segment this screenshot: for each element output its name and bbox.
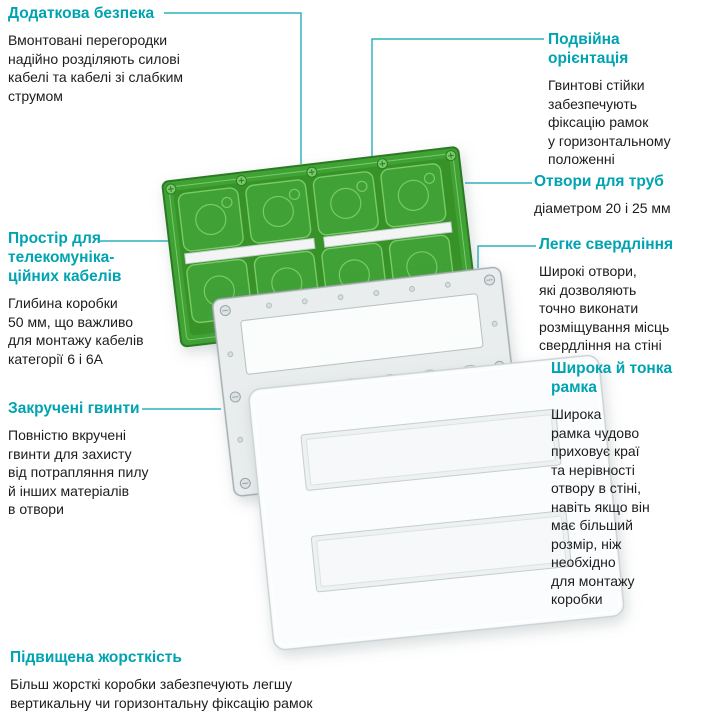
callout-lines (100, 12, 547, 410)
cover-plate (248, 354, 625, 651)
callout-title: Широка й тонка рамка (551, 360, 673, 396)
callout-body: Глибина коробки 50 мм, що важливо для мо… (8, 295, 144, 367)
callout-dual-orientation: Подвійна орієнтація Гвинтові стійки забе… (548, 30, 703, 169)
callout-body: Більш жорсткі коробки забезпечують легшу… (10, 676, 313, 711)
callout-pipe-holes: Отвори для труб діаметром 20 і 25 мм (534, 172, 706, 218)
callout-additional-safety: Додаткова безпека Вмонтовані перегородки… (8, 4, 220, 105)
line-additional-safety (164, 12, 302, 164)
callout-screwed-screws: Закручені гвинти Повністю вкручені гвинт… (8, 399, 188, 519)
callout-telecom-space: Простір для телекомуніка- ційних кабелів… (8, 229, 173, 368)
callout-easy-drilling: Легке свердління Широкі отвори, які дозв… (539, 235, 707, 355)
callout-title: Простір для телекомуніка- ційних кабелів (8, 230, 122, 285)
callout-title: Закручені гвинти (8, 400, 140, 417)
callout-body: Вмонтовані перегородки надійно розділяют… (8, 32, 184, 104)
callout-body: Повністю вкручені гвинти для захисту від… (8, 427, 149, 517)
plate-highlight (252, 358, 621, 647)
callout-body: Гвинтові стійки забезпечують фіксацію ра… (548, 77, 671, 167)
callout-title: Додаткова безпека (8, 5, 155, 22)
callout-title: Підвищена жорсткість (10, 649, 182, 666)
callout-title: Легке свердління (539, 236, 674, 253)
callout-increased-rigidity: Підвищена жорсткість Більш жорсткі короб… (10, 648, 650, 712)
callout-title: Подвійна орієнтація (548, 31, 629, 67)
cable-dividers (184, 221, 453, 265)
frame-slot-top (240, 293, 484, 375)
line-dual-orientation (371, 38, 544, 156)
callout-body: Широкі отвори, які дозволяють точно вико… (539, 263, 670, 353)
box-compartments (177, 163, 455, 324)
callout-body: діаметром 20 і 25 мм (534, 200, 671, 216)
line-easy-drilling (477, 245, 536, 268)
callout-body: Широка рамка чудово приховує краї та нер… (551, 406, 650, 607)
callout-title: Отвори для труб (534, 173, 664, 190)
callout-wide-thin-frame: Широка й тонка рамка Широка рамка чудово… (551, 359, 703, 609)
